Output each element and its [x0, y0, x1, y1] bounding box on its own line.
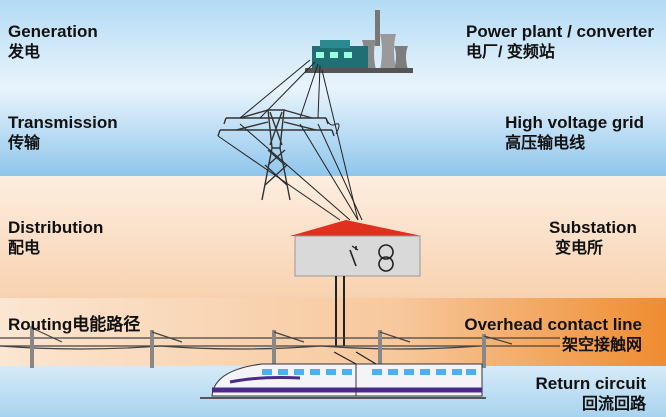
- layer-distribution-left: Distribution 配电: [8, 218, 103, 258]
- power-lines: [217, 59, 363, 221]
- catenary-mast-icon: [0, 326, 560, 368]
- overhead-contact-line-zh: 架空接触网: [561, 336, 642, 354]
- layer-generation-left: Generation 发电: [8, 22, 98, 62]
- distribution-zh: 配电: [8, 239, 41, 257]
- layer-routing-right: Overhead contact line 架空接触网: [464, 315, 642, 355]
- generation-en: Generation: [8, 22, 98, 41]
- high-voltage-grid-en: High voltage grid: [505, 113, 644, 132]
- transmission-zh: 传输: [8, 134, 41, 152]
- band-routing: [0, 298, 666, 366]
- substation-en: Substation: [549, 218, 637, 237]
- high-voltage-grid-zh: 高压输电线: [505, 134, 586, 152]
- layer-transmission-right: High voltage grid 高压输电线: [505, 113, 644, 153]
- layer-return-right: Return circuit 回流回路: [535, 374, 646, 414]
- transmission-tower-icon: [217, 109, 335, 201]
- transmission-en: Transmission: [8, 113, 118, 132]
- substation-icon: [290, 220, 422, 346]
- power-plant-zh: 电厂/ 变频站: [466, 43, 555, 61]
- layer-routing-left: Routing电能路径: [8, 315, 140, 335]
- layer-generation-right: Power plant / converter 电厂/ 变频站: [466, 22, 654, 62]
- routing-label: Routing电能路径: [8, 315, 141, 334]
- overhead-contact-line-en: Overhead contact line: [464, 315, 642, 334]
- substation-zh: 变电所: [555, 239, 604, 257]
- generation-zh: 发电: [8, 43, 41, 61]
- high-speed-train-icon: [200, 351, 486, 399]
- layer-transmission-left: Transmission 传输: [8, 113, 118, 153]
- return-circuit-zh: 回流回路: [581, 395, 646, 413]
- power-plant-en: Power plant / converter: [466, 22, 654, 41]
- power-plant-icon: [305, 10, 413, 73]
- return-circuit-en: Return circuit: [535, 374, 646, 393]
- layer-distribution-right: Substation 变电所: [549, 218, 637, 258]
- distribution-en: Distribution: [8, 218, 104, 237]
